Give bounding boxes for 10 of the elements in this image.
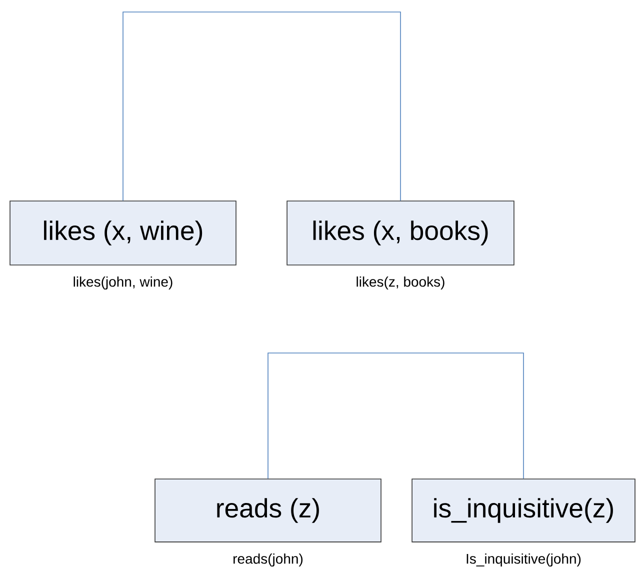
term-box: likes (x, wine) xyxy=(10,200,236,266)
node-label: Is_inquisitive(john) xyxy=(466,553,581,567)
node-label: reads(john) xyxy=(234,553,303,567)
term-box: is_inquisitive(z) xyxy=(412,478,636,542)
connector-line xyxy=(122,12,401,201)
connector-line xyxy=(268,352,524,480)
node-label: likes(z, books) xyxy=(356,276,444,290)
term-box: likes (x, books) xyxy=(286,200,514,266)
term-box: reads (z) xyxy=(154,478,382,542)
node-label: likes(john, wine) xyxy=(74,276,172,290)
